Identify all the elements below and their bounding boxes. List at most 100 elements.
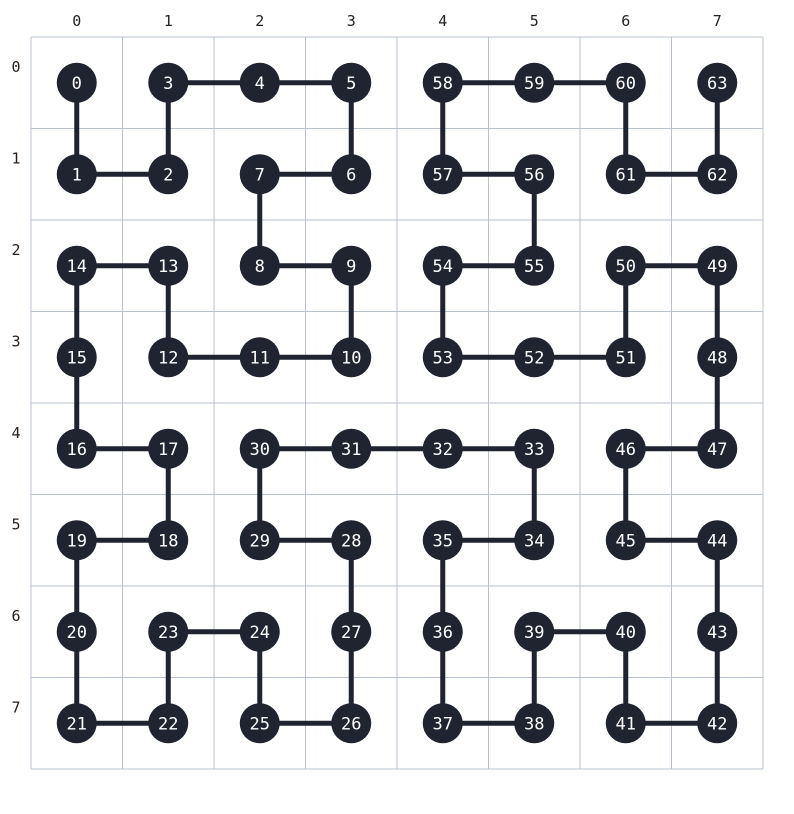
node-label: 2: [163, 165, 173, 185]
curve-node: 43: [697, 611, 738, 652]
node-circle: [697, 62, 738, 103]
node-circle: [56, 62, 97, 103]
node-circle: [56, 611, 97, 652]
curve-node: 33: [514, 428, 555, 469]
row-label: 6: [11, 607, 20, 625]
column-label: 7: [713, 12, 722, 30]
curve-node: 52: [514, 337, 555, 378]
node-label: 35: [433, 531, 453, 551]
node-label: 61: [616, 165, 636, 185]
curve-node: 4: [239, 62, 280, 103]
curve-node: 6: [331, 154, 372, 195]
node-label: 42: [707, 714, 727, 734]
node-circle: [56, 154, 97, 195]
node-circle: [697, 428, 738, 469]
node-circle: [605, 611, 646, 652]
curve-node: 11: [239, 337, 280, 378]
curve-node: 13: [148, 245, 189, 286]
node-label: 46: [616, 440, 636, 460]
node-circle: [422, 62, 463, 103]
node-circle: [605, 337, 646, 378]
node-label: 12: [158, 348, 178, 368]
node-label: 31: [341, 440, 361, 460]
node-circle: [422, 703, 463, 744]
node-label: 16: [67, 440, 87, 460]
curve-node: 23: [148, 611, 189, 652]
node-label: 52: [524, 348, 544, 368]
node-label: 60: [616, 74, 636, 94]
curve-node: 3: [148, 62, 189, 103]
curve-node: 63: [697, 62, 738, 103]
node-circle: [697, 611, 738, 652]
node-label: 55: [524, 257, 544, 277]
row-label: 5: [11, 515, 20, 533]
node-circle: [331, 520, 372, 561]
column-label: 4: [438, 12, 447, 30]
curve-node: 49: [697, 245, 738, 286]
curve-node: 45: [605, 520, 646, 561]
node-circle: [697, 520, 738, 561]
curve-node: 48: [697, 337, 738, 378]
node-label: 28: [341, 531, 361, 551]
node-circle: [422, 611, 463, 652]
curve-node: 56: [514, 154, 555, 195]
node-circle: [148, 62, 189, 103]
curve-node: 61: [605, 154, 646, 195]
node-circle: [148, 520, 189, 561]
curve-node: 28: [331, 520, 372, 561]
curve-node: 54: [422, 245, 463, 286]
curve-node: 46: [605, 428, 646, 469]
curve-node: 50: [605, 245, 646, 286]
node-circle: [514, 611, 555, 652]
curve-node: 44: [697, 520, 738, 561]
node-label: 54: [433, 257, 453, 277]
node-circle: [239, 62, 280, 103]
node-label: 0: [72, 74, 82, 94]
node-circle: [239, 154, 280, 195]
node-label: 41: [616, 714, 636, 734]
node-circle: [605, 62, 646, 103]
node-label: 49: [707, 257, 727, 277]
node-label: 7: [255, 165, 265, 185]
curve-node: 41: [605, 703, 646, 744]
node-label: 62: [707, 165, 727, 185]
curve-node: 26: [331, 703, 372, 744]
node-circle: [56, 520, 97, 561]
node-label: 32: [433, 440, 453, 460]
curve-node: 9: [331, 245, 372, 286]
node-label: 43: [707, 623, 727, 643]
curve-node: 62: [697, 154, 738, 195]
node-circle: [148, 245, 189, 286]
node-label: 38: [524, 714, 544, 734]
node-circle: [422, 428, 463, 469]
column-label: 5: [530, 12, 539, 30]
node-label: 58: [433, 74, 453, 94]
row-label: 2: [11, 241, 20, 259]
curve-node: 59: [514, 62, 555, 103]
curve-node: 31: [331, 428, 372, 469]
row-label: 1: [11, 149, 20, 167]
node-circle: [239, 703, 280, 744]
node-label: 37: [433, 714, 453, 734]
node-label: 15: [67, 348, 87, 368]
node-circle: [514, 703, 555, 744]
curve-node: 12: [148, 337, 189, 378]
node-circle: [422, 245, 463, 286]
node-circle: [148, 611, 189, 652]
curve-node: 1: [56, 154, 97, 195]
curve-node: 24: [239, 611, 280, 652]
row-label: 3: [11, 332, 20, 350]
node-circle: [148, 154, 189, 195]
node-circle: [239, 245, 280, 286]
node-circle: [331, 154, 372, 195]
curve-node: 36: [422, 611, 463, 652]
curve-node: 37: [422, 703, 463, 744]
curve-node: 27: [331, 611, 372, 652]
node-circle: [331, 428, 372, 469]
node-circle: [514, 520, 555, 561]
node-label: 18: [158, 531, 178, 551]
node-circle: [514, 337, 555, 378]
curve-node: 35: [422, 520, 463, 561]
node-label: 3: [163, 74, 173, 94]
